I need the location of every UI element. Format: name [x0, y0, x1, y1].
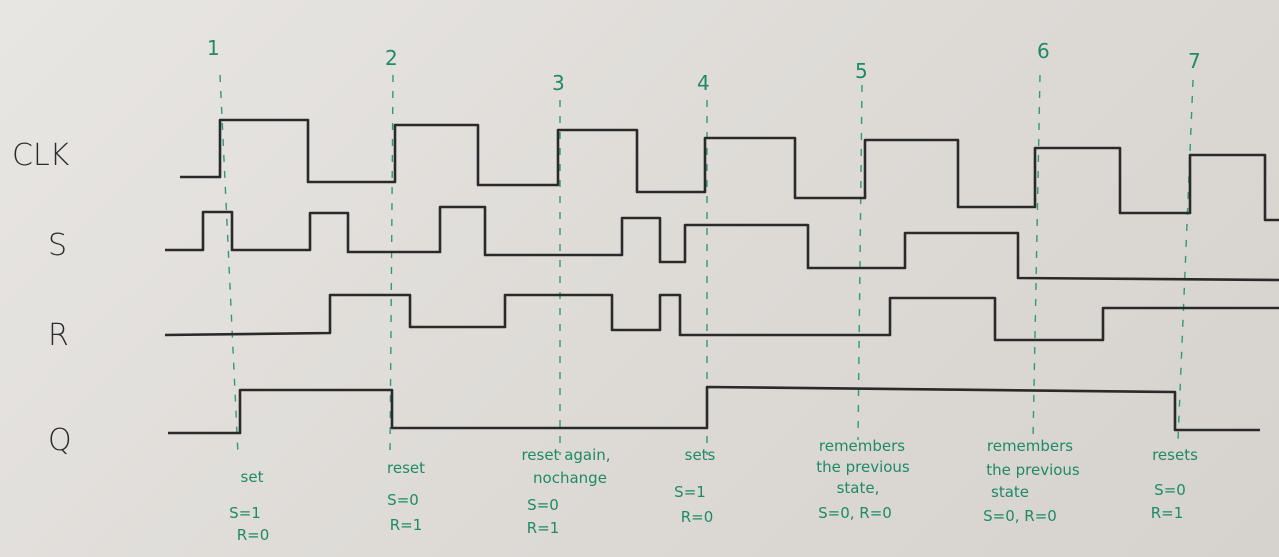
note-s: S=1 — [674, 483, 706, 501]
marker-line-7 — [1177, 79, 1194, 441]
marker-number-4: 4 — [697, 71, 710, 95]
note-title: state — [991, 483, 1029, 501]
note-title: the previous — [816, 458, 910, 476]
annotation-6: remembers the previous state S=0, R=0 — [983, 437, 1080, 525]
note-s: S=0 — [1154, 481, 1186, 499]
note-title: remembers — [987, 437, 1073, 455]
marker-number-3: 3 — [552, 71, 565, 95]
annotation-2: reset S=0 R=1 — [387, 459, 425, 534]
label-clk: CLK — [12, 138, 70, 173]
note-title: remembers — [819, 437, 905, 455]
note-sr: S=0, R=0 — [818, 504, 892, 522]
annotation-7: resets S=0 R=1 — [1151, 446, 1198, 522]
annotation-3: reset again, nochange S=0 R=1 — [521, 446, 610, 537]
q-waveform — [168, 385, 1260, 435]
marker-line-1 — [219, 74, 239, 456]
marker-number-1: 1 — [207, 36, 220, 60]
note-title: reset again, — [521, 446, 610, 464]
annotation-5: remembers the previous state, S=0, R=0 — [816, 437, 910, 522]
marker-number-7: 7 — [1188, 49, 1201, 73]
annotation-1: set S=1 R=0 — [229, 468, 269, 544]
marker-number-6: 6 — [1037, 39, 1050, 63]
note-r: R=0 — [237, 526, 270, 544]
marker-number-5: 5 — [855, 59, 868, 83]
note-title: set — [241, 468, 264, 486]
marker-line-5 — [857, 84, 863, 441]
note-title: reset — [387, 459, 425, 477]
clock-markers: 1 2 3 4 5 6 7 — [207, 36, 1201, 456]
note-s: S=0 — [527, 496, 559, 514]
note-r: R=0 — [681, 508, 714, 526]
annotation-4: sets S=1 R=0 — [674, 446, 715, 526]
label-q: Q — [48, 423, 72, 458]
note-s: S=1 — [229, 504, 261, 522]
note-title: sets — [685, 446, 716, 464]
note-s: S=0 — [387, 491, 419, 509]
note-title: state, — [837, 479, 880, 497]
label-s: S — [48, 228, 67, 263]
note-r: R=1 — [1151, 504, 1184, 522]
marker-number-2: 2 — [385, 46, 398, 70]
note-title: nochange — [533, 469, 607, 487]
r-waveform — [164, 293, 1279, 342]
clk-waveform — [180, 118, 1279, 222]
s-waveform — [165, 205, 1279, 282]
note-title: resets — [1152, 446, 1198, 464]
note-r: R=1 — [390, 516, 423, 534]
marker-line-6 — [1032, 74, 1041, 441]
note-r: R=1 — [527, 519, 560, 537]
label-r: R — [48, 318, 69, 353]
note-sr: S=0, R=0 — [983, 507, 1057, 525]
note-title: the previous — [986, 461, 1080, 479]
